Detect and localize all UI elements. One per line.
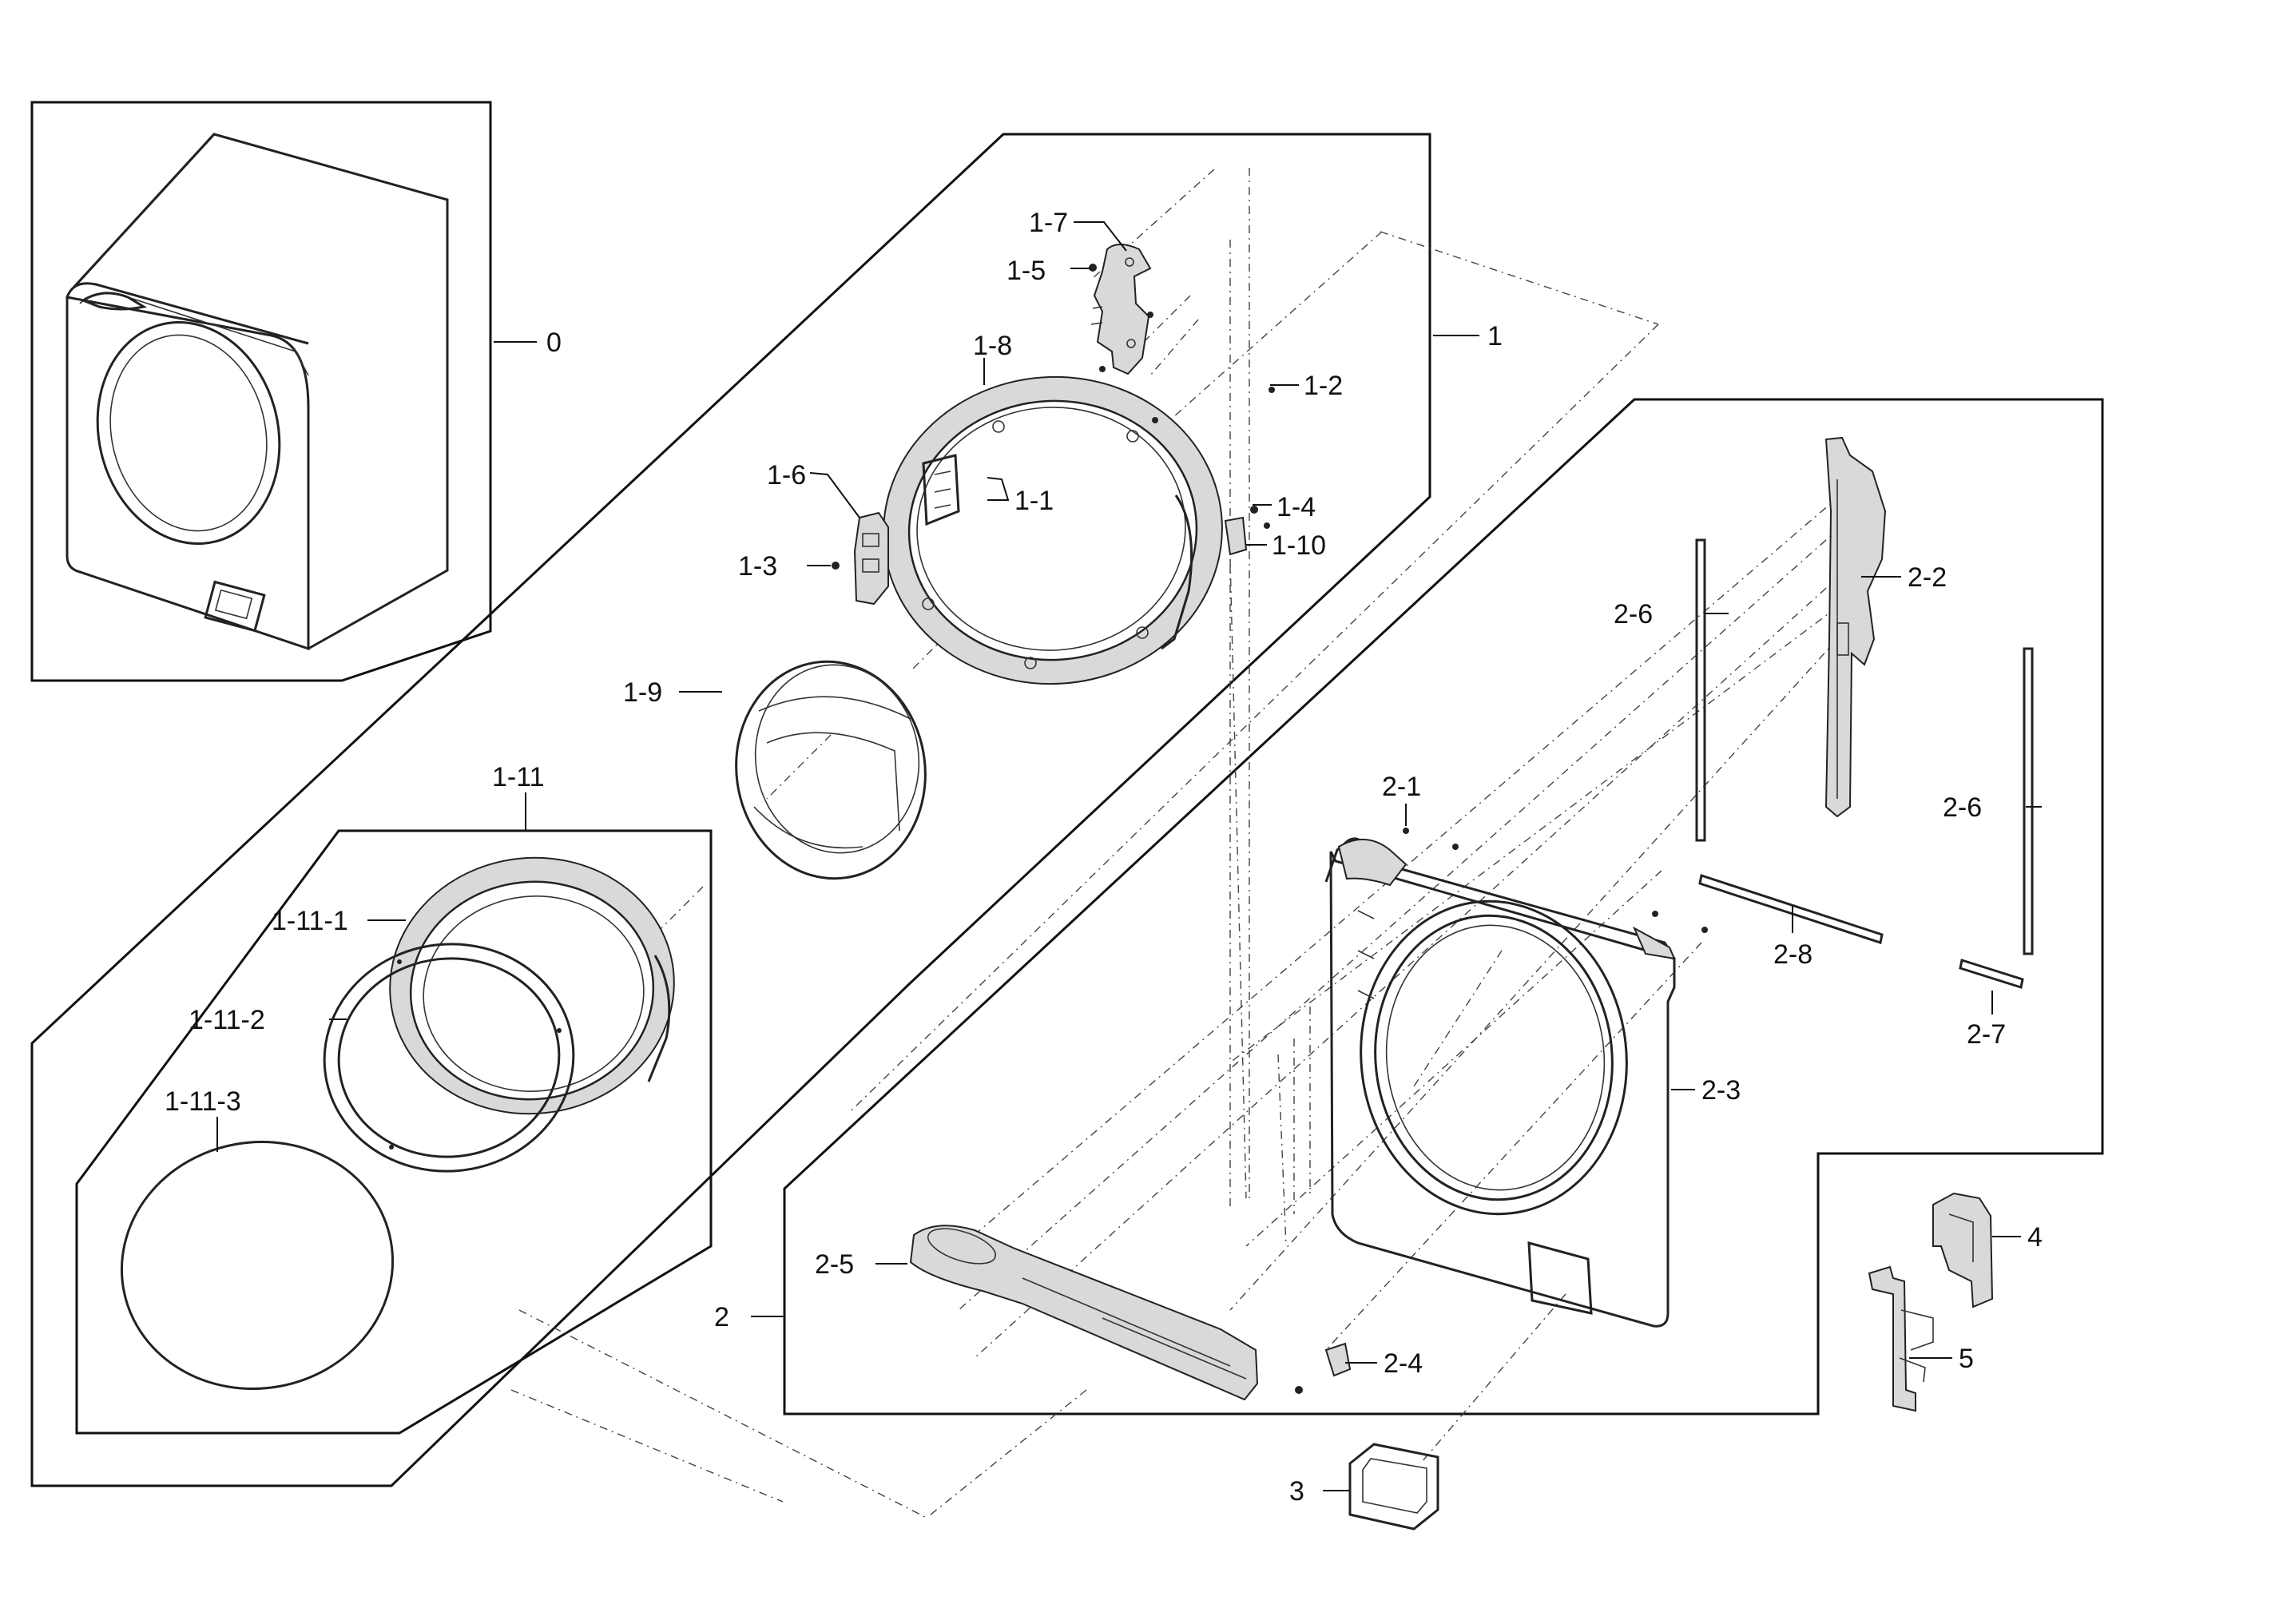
label-1-9: 1-9 [623,677,662,708]
label-1-11-2: 1-11-2 [189,1005,265,1035]
frame-group-1-11 [75,829,713,1435]
part-2-6-strip-right [2023,647,2034,955]
part-2-2-side-bracket [1824,436,1887,818]
frame-group-1 [30,133,1431,1487]
frame-group-0 [30,101,492,682]
leader-lines [216,221,2042,1491]
part-1-11-1-door-cover-ring [389,856,675,1115]
label-0: 0 [546,328,562,358]
label-2-4: 2-4 [1384,1348,1423,1379]
callout-labels: 0 1 1-7 1-5 1-2 1-8 1-6 1-1 1-4 1-3 1-10… [165,208,2043,1507]
part-1-6-door-lock [832,511,889,606]
part-4-bracket [1932,1192,1994,1308]
label-2-1: 2-1 [1382,772,1421,802]
label-2-2: 2-2 [1908,562,1947,593]
part-2-8-strip [1698,874,1884,944]
label-1: 1 [1487,321,1503,351]
label-1-11-3: 1-11-3 [165,1086,241,1117]
frame-group-2 [783,398,2104,1416]
label-1-1: 1-1 [1014,486,1054,516]
label-1-10: 1-10 [1272,530,1326,561]
part-2-5-control-panel-frame [909,1225,1259,1401]
label-1-11: 1-11 [492,762,545,792]
part-2-7-strip [1959,959,2024,989]
part-1-10-catch [1224,506,1270,556]
label-1-7: 1-7 [1029,208,1068,238]
part-3-frame-bracket [1348,1443,1439,1531]
label-1-5: 1-5 [1006,256,1046,286]
part-2-3-front-panel [1324,828,1708,1328]
label-2-7: 2-7 [1967,1019,2006,1050]
label-2: 2 [714,1302,729,1332]
label-5: 5 [1959,1344,1974,1374]
part-1-11-2-glass-ring [323,943,575,1173]
label-4: 4 [2027,1222,2043,1253]
part-0-washer-body [66,133,449,651]
part-5-bracket [1868,1265,1934,1412]
label-1-6: 1-6 [767,460,806,490]
part-1-9-door-diffuser [735,660,927,880]
label-2-5: 2-5 [815,1249,854,1280]
part-1-11-3-door-glass [120,1140,395,1391]
label-1-3: 1-3 [738,551,777,582]
label-2-8: 2-8 [1773,939,1812,970]
label-2-6-right: 2-6 [1943,792,1982,823]
label-1-8: 1-8 [973,331,1012,361]
part-2-6-strip-left [1695,538,1706,842]
part-2-4-clip [1295,1342,1352,1394]
label-1-11-1: 1-11-1 [272,906,348,936]
label-3: 3 [1289,1476,1304,1507]
label-1-2: 1-2 [1304,371,1343,401]
label-1-4: 1-4 [1276,492,1316,522]
part-1-8-door-ring [883,375,1275,685]
label-2-3: 2-3 [1701,1075,1741,1106]
label-2-6-left: 2-6 [1614,599,1653,629]
